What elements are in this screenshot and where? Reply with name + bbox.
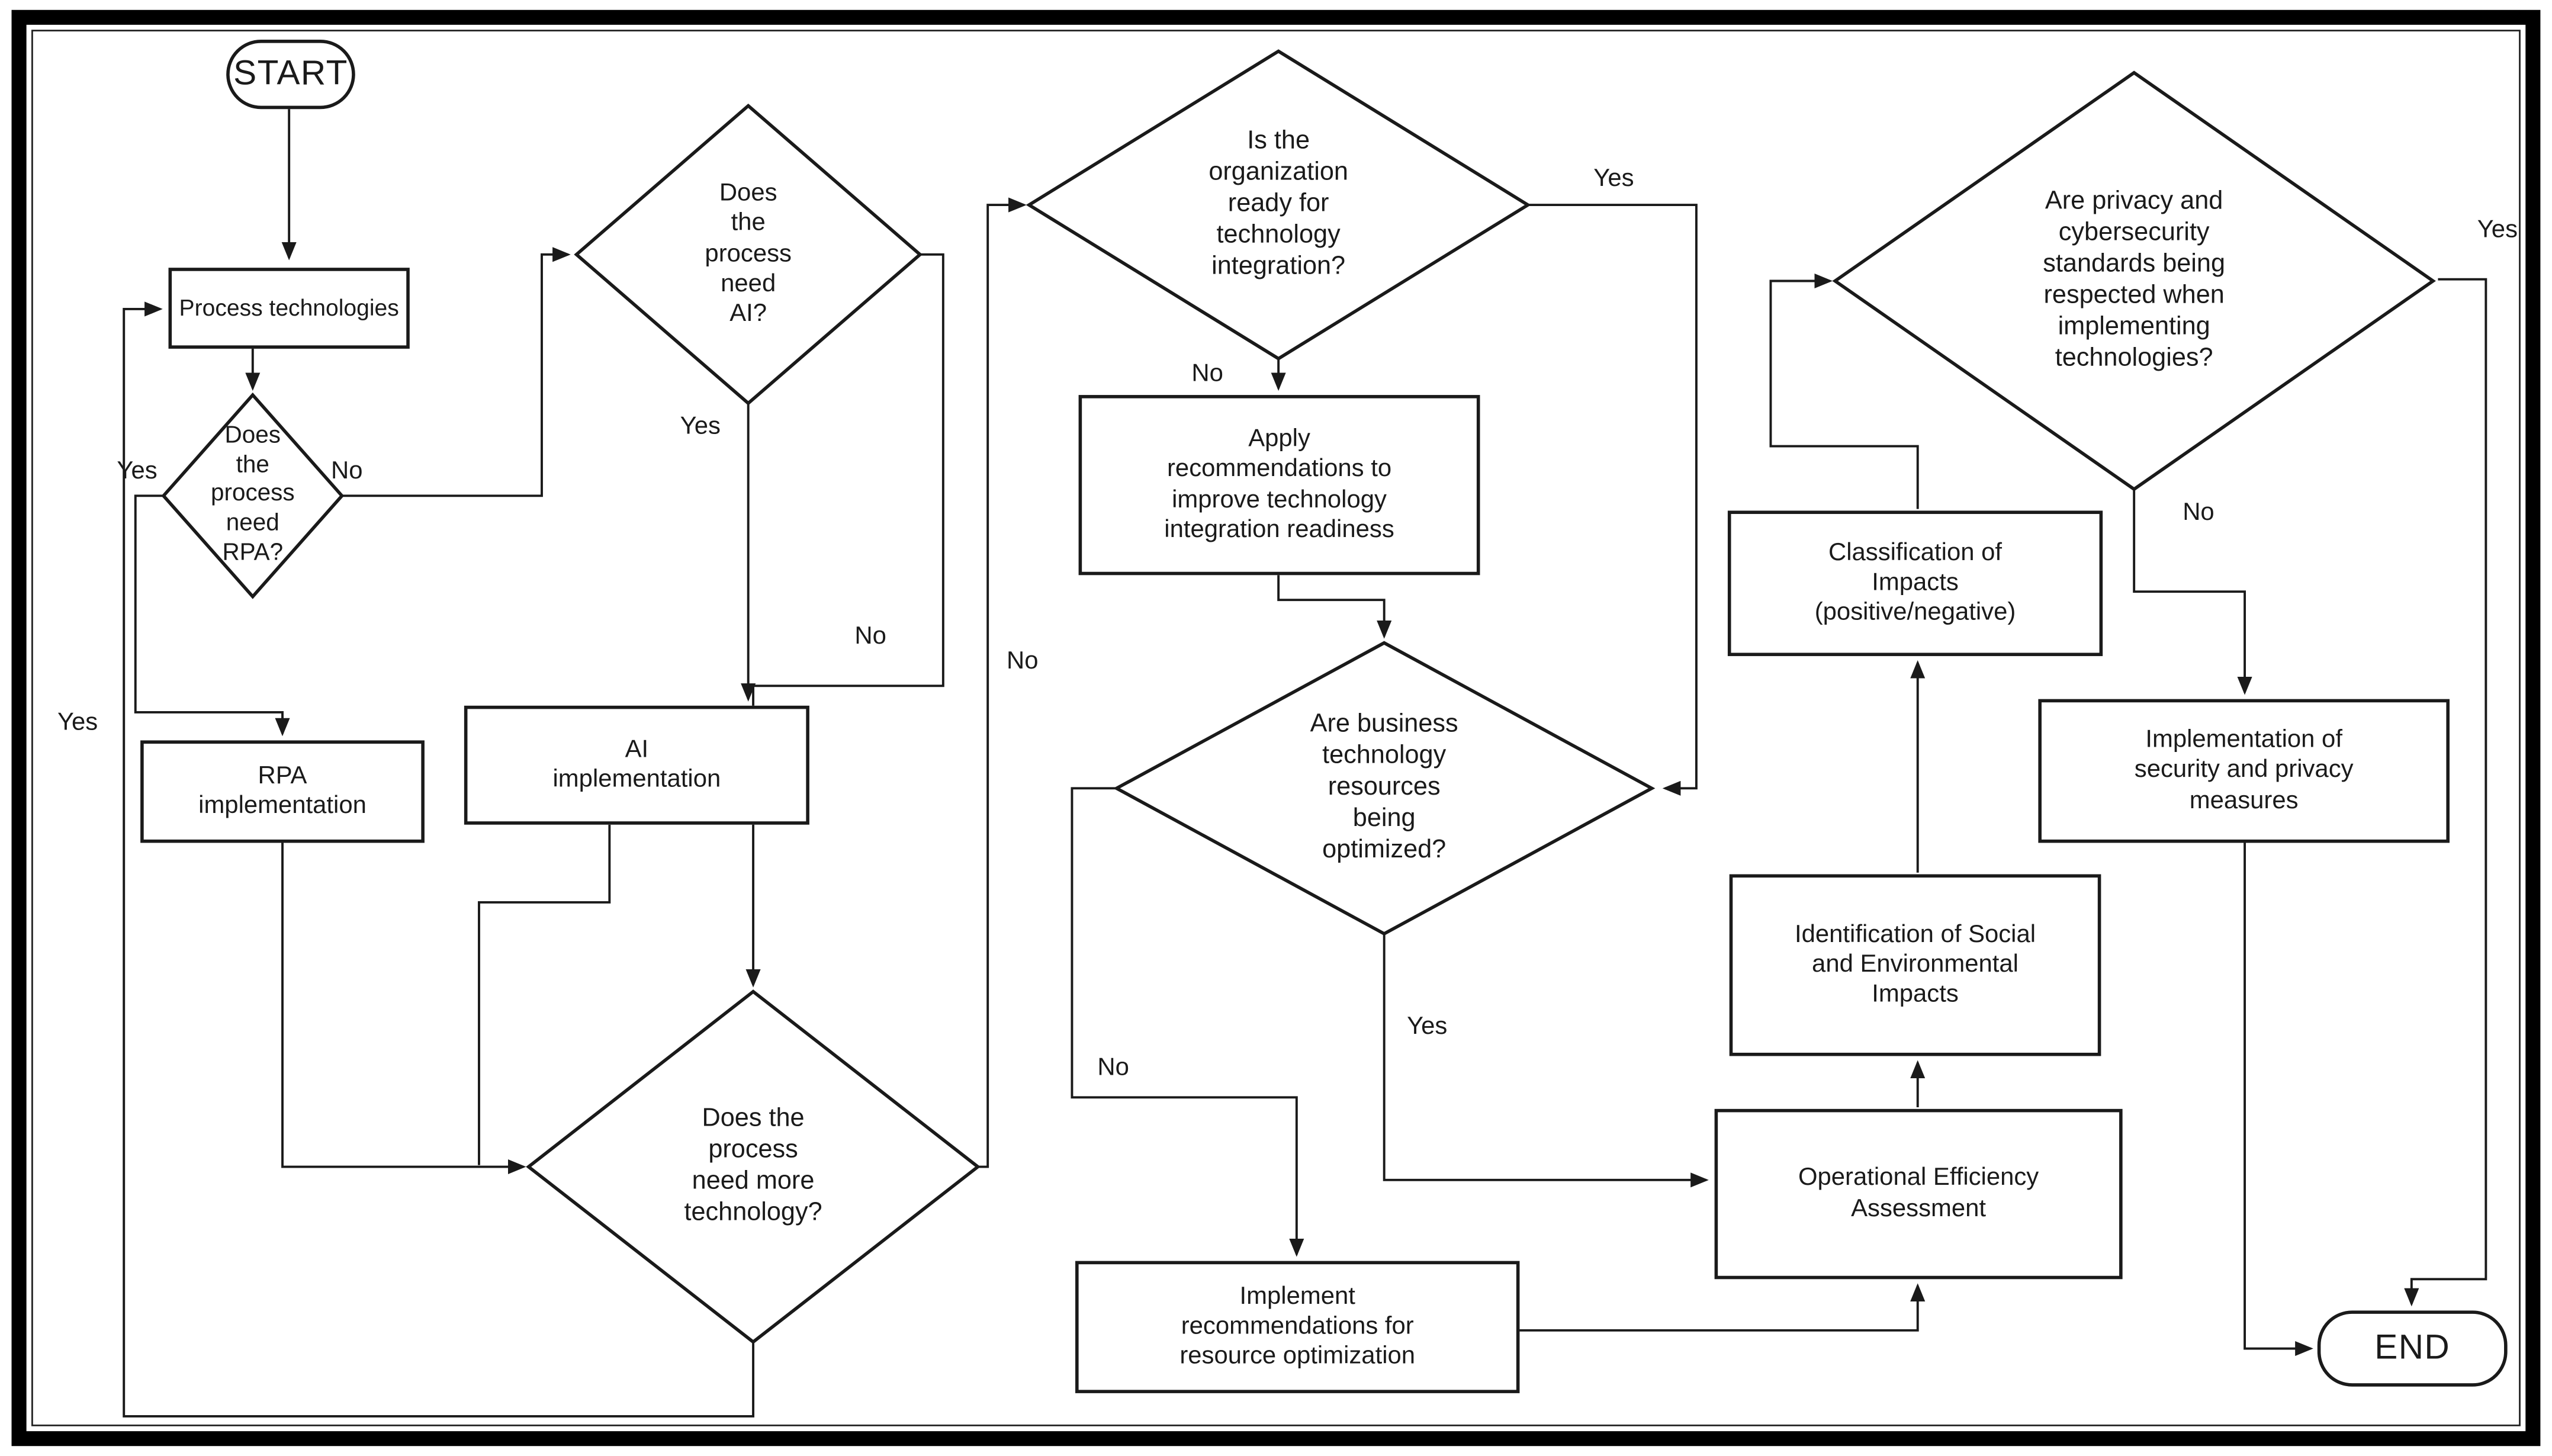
edge-implement-to-opeff [1519, 1283, 1926, 1332]
edge-rpa-no [342, 247, 571, 497]
identification-impacts-label: Identification of Social and Environment… [1794, 920, 2036, 1008]
edge-org-yes [1528, 204, 1698, 796]
node-rpa-implementation: RPA implementation [140, 740, 425, 843]
diamond-need-ai [574, 103, 923, 406]
edge-rpa-impl-to-more [281, 843, 526, 1175]
edge-more-no [978, 197, 1027, 1168]
org-ready-label: Is the organization ready for technology… [1208, 127, 1348, 280]
need-rpa-label: Does the process need RPA? [210, 422, 295, 567]
classification-impacts-label: Classification of Impacts (positive/nega… [1814, 538, 2016, 627]
outer-frame [11, 9, 2541, 1447]
edge-label-org-no: No [1191, 359, 1223, 388]
edge-class-to-privacy [1769, 273, 1919, 509]
privacy-standards-label: Are privacy and cybersecurity standards … [2043, 187, 2226, 372]
edge-label-privacy-yes: Yes [2477, 216, 2518, 244]
edge-resources-yes [1383, 933, 1709, 1188]
edge-label-rpa-yes: Yes [117, 457, 158, 486]
node-operational-efficiency: Operational Efficiency Assessment [1714, 1108, 2123, 1280]
edge-privacy-yes [2404, 278, 2487, 1307]
diamond-org-ready [1026, 49, 1531, 361]
edge-security-to-end [2244, 843, 2313, 1357]
resources-optimized-label: Are business technology resources being … [1310, 710, 1458, 863]
implement-recommendations-label: Implement recommendations for resource o… [1179, 1281, 1416, 1371]
edge-label-resources-no: No [1097, 1053, 1129, 1082]
node-ai-implementation: AI implementation [464, 705, 809, 825]
edge-label-rpa-no: No [331, 457, 363, 486]
node-apply-recommendations: Apply recommendations to improve technol… [1078, 395, 1480, 576]
apply-recommendations-label: Apply recommendations to improve technol… [1164, 425, 1394, 544]
edge-label-more-no: No [1006, 647, 1039, 676]
edge-label-resources-yes: Yes [1407, 1012, 1448, 1040]
node-process-technologies: Process technologies [168, 268, 410, 349]
start-label: START [233, 54, 348, 93]
edge-label-org-yes: Yes [1593, 164, 1634, 193]
edge-label-more-yes: Yes [57, 708, 98, 737]
ai-implementation-label: AI implementation [552, 735, 721, 793]
operational-efficiency-label: Operational Efficiency Assessment [1798, 1163, 2039, 1223]
end-label: END [2374, 1329, 2451, 1367]
edge-more-yes [123, 301, 755, 1418]
edge-privacy-no [2133, 489, 2252, 695]
diamond-need-rpa [161, 392, 345, 599]
security-measures-label: Implementation of security and privacy m… [2134, 725, 2354, 815]
node-identification-impacts: Identification of Social and Environment… [1729, 874, 2101, 1056]
edge-apply-to-resources [1277, 575, 1392, 639]
edge-label-ai-no: No [854, 622, 886, 651]
diamond-privacy-standards [1832, 70, 2436, 491]
edge-label-ai-yes: Yes [680, 412, 721, 441]
edge-rpa-yes [134, 494, 290, 737]
edge-ai-impl-to-more [478, 824, 611, 1165]
node-end: END [2317, 1310, 2508, 1387]
rpa-implementation-label: RPA implementation [198, 761, 367, 820]
process-technologies-label: Process technologies [179, 294, 399, 321]
edge-resources-no [1071, 787, 1304, 1257]
edge-label-privacy-no: No [2183, 498, 2214, 526]
inner-frame [31, 30, 2521, 1426]
need-more-technology-label: Does the process need more technology? [684, 1104, 822, 1226]
node-classification-impacts: Classification of Impacts (positive/nega… [1727, 510, 2103, 657]
node-security-measures: Implementation of security and privacy m… [2038, 699, 2450, 843]
diamond-resources-optimized [1113, 641, 1656, 936]
node-start: START [226, 39, 355, 110]
diamond-need-more-technology [526, 989, 981, 1344]
node-implement-recommendations: Implement recommendations for resource o… [1075, 1261, 1520, 1393]
need-ai-label: Does the process need AI? [705, 179, 792, 328]
